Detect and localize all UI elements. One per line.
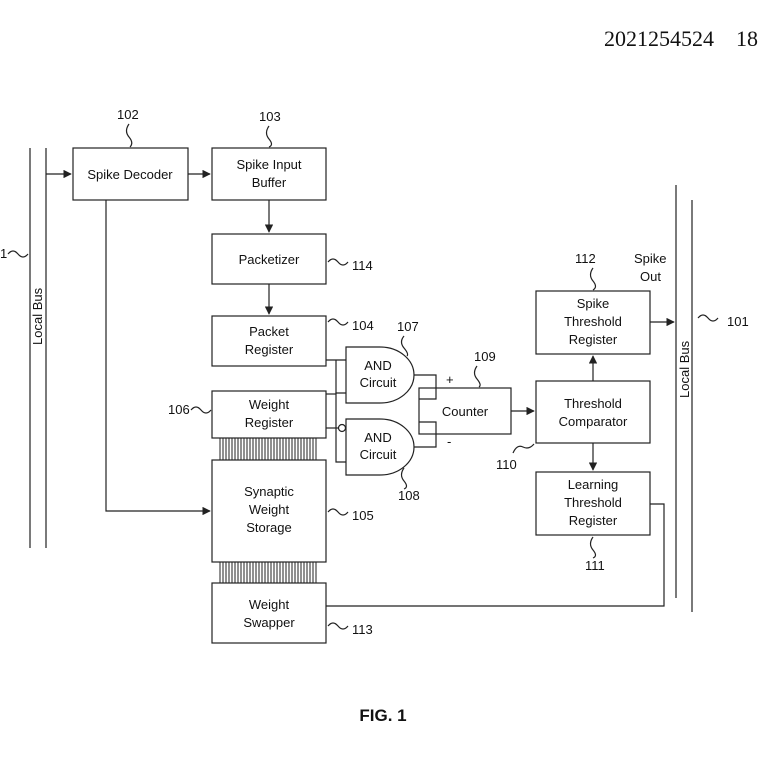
packet-register-label-2: Register	[245, 342, 294, 357]
spike-threshold-label-2: Threshold	[564, 314, 622, 329]
synaptic-weight-storage-label-1: Synaptic	[244, 484, 294, 499]
spike-decoder-label: Spike Decoder	[87, 167, 173, 182]
threshold-comparator-block: Threshold Comparator 110	[496, 380, 651, 472]
packetizer-ref: 114	[352, 258, 373, 273]
learning-threshold-label-3: Register	[569, 513, 618, 528]
parallel-bus-lines-top	[219, 438, 317, 460]
spike-threshold-label-3: Register	[569, 332, 618, 347]
and-circuit-top: AND Circuit 107	[345, 319, 419, 404]
counter-minus-sign: -	[447, 434, 451, 449]
learning-threshold-label-2: Threshold	[564, 495, 622, 510]
spike-input-buffer-block: Spike Input Buffer 103	[211, 109, 327, 201]
parallel-bus-lines-bottom	[219, 562, 317, 583]
packet-register-block: Packet Register 104	[211, 315, 374, 367]
synaptic-weight-storage-label-3: Storage	[246, 520, 292, 535]
right-bus-label: Local Bus	[677, 340, 692, 398]
weight-swapper-ref: 113	[352, 622, 373, 637]
packetizer-block: Packetizer 114	[211, 233, 373, 285]
weight-swapper-block: Weight Swapper 113	[211, 582, 373, 644]
left-local-bus: Local Bus 1	[0, 148, 47, 548]
and-bottom-label-2: Circuit	[360, 447, 397, 462]
left-bus-ref: 1	[0, 246, 7, 261]
spike-decoder-block: Spike Decoder 102	[72, 107, 189, 201]
spike-decoder-ref: 102	[117, 107, 139, 122]
weight-register-ref: 106	[168, 402, 190, 417]
and-top-label-1: AND	[364, 358, 391, 373]
learning-threshold-label-1: Learning	[568, 477, 619, 492]
right-bus-ref: 101	[727, 314, 749, 329]
spike-out-label-2: Out	[640, 269, 661, 284]
and-top-label-2: Circuit	[360, 375, 397, 390]
block-diagram: Local Bus 1 Local Bus 101 Spike Decoder …	[0, 107, 749, 644]
threshold-comparator-label-2: Comparator	[559, 414, 628, 429]
packetizer-label: Packetizer	[239, 252, 300, 267]
right-local-bus: Local Bus 101	[675, 185, 749, 612]
packet-register-label-1: Packet	[249, 324, 289, 339]
counter-block: Counter 109 + -	[418, 349, 512, 449]
inverter-bubble	[337, 423, 347, 433]
weight-swapper-label-1: Weight	[249, 597, 290, 612]
spike-threshold-label-1: Spike	[577, 296, 610, 311]
weight-register-label-1: Weight	[249, 397, 290, 412]
figure-caption: FIG. 1	[359, 706, 407, 725]
packet-register-ref: 104	[352, 318, 374, 333]
counter-plus-sign: +	[446, 372, 454, 387]
left-bus-label: Local Bus	[30, 287, 45, 345]
threshold-comparator-label-1: Threshold	[564, 396, 622, 411]
spike-input-buffer-label-1: Spike Input	[236, 157, 301, 172]
counter-label: Counter	[442, 404, 489, 419]
spike-input-buffer-label-2: Buffer	[252, 175, 287, 190]
and-top-ref: 107	[397, 319, 419, 334]
doc-number: 2021254524	[604, 26, 714, 51]
learning-threshold-register-block: Learning Threshold Register 111	[535, 471, 651, 573]
synaptic-weight-storage-label-2: Weight	[249, 502, 290, 517]
and-bottom-ref: 108	[398, 488, 420, 503]
threshold-comparator-ref: 110	[496, 457, 517, 472]
and-bottom-label-1: AND	[364, 430, 391, 445]
and-circuit-bottom: AND Circuit 108	[337, 418, 420, 503]
weight-swapper-label-2: Swapper	[243, 615, 295, 630]
spike-threshold-register-block: Spike Threshold Register 112	[535, 251, 651, 355]
synaptic-weight-storage-ref: 105	[352, 508, 374, 523]
spike-threshold-ref: 112	[575, 251, 596, 266]
connections	[46, 169, 675, 607]
page-header: 2021254524 18	[604, 26, 758, 52]
weight-register-block: Weight Register 106	[168, 390, 327, 439]
spike-out-label-1: Spike	[634, 251, 667, 266]
page-number: 18	[736, 26, 758, 51]
synaptic-weight-storage-block: Synaptic Weight Storage 105	[211, 459, 374, 563]
weight-register-label-2: Register	[245, 415, 294, 430]
learning-threshold-ref: 111	[585, 558, 605, 573]
counter-ref: 109	[474, 349, 496, 364]
spike-input-buffer-ref: 103	[259, 109, 281, 124]
